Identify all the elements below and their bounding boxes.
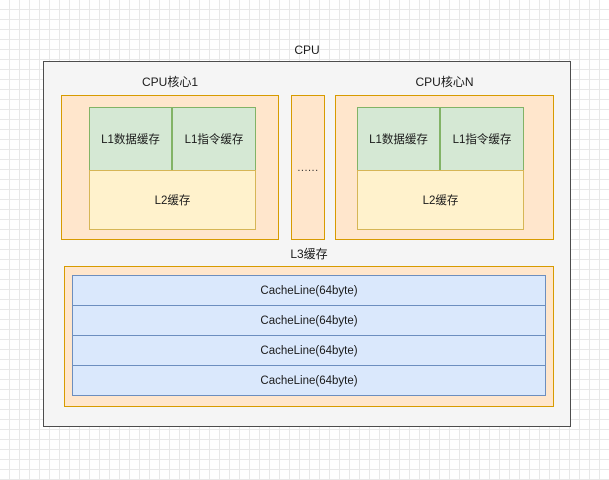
cacheline-item[interactable]: CacheLine(64byte) — [72, 365, 546, 396]
cacheline-list: CacheLine(64byte) CacheLine(64byte) Cach… — [72, 275, 546, 399]
cores-ellipsis-separator: ...... — [291, 95, 325, 240]
cpu-title: CPU — [294, 43, 320, 57]
core-n-l1-instruction-cache[interactable]: L1指令缓存 — [440, 107, 524, 171]
cacheline-item[interactable]: CacheLine(64byte) — [72, 275, 546, 306]
core-n-l1-data-cache[interactable]: L1数据缓存 — [357, 107, 440, 171]
core-1-l1-instruction-cache[interactable]: L1指令缓存 — [172, 107, 256, 171]
cacheline-item[interactable]: CacheLine(64byte) — [72, 335, 546, 366]
core-1-title: CPU核心1 — [141, 74, 198, 89]
core-n-title: CPU核心N — [415, 74, 474, 89]
core-1-l1-data-cache[interactable]: L1数据缓存 — [89, 107, 172, 171]
core-1-l2-cache[interactable]: L2缓存 — [89, 170, 256, 230]
l3-cache-title: L3缓存 — [290, 246, 328, 261]
core-n-l2-cache[interactable]: L2缓存 — [357, 170, 524, 230]
cacheline-item[interactable]: CacheLine(64byte) — [72, 305, 546, 336]
